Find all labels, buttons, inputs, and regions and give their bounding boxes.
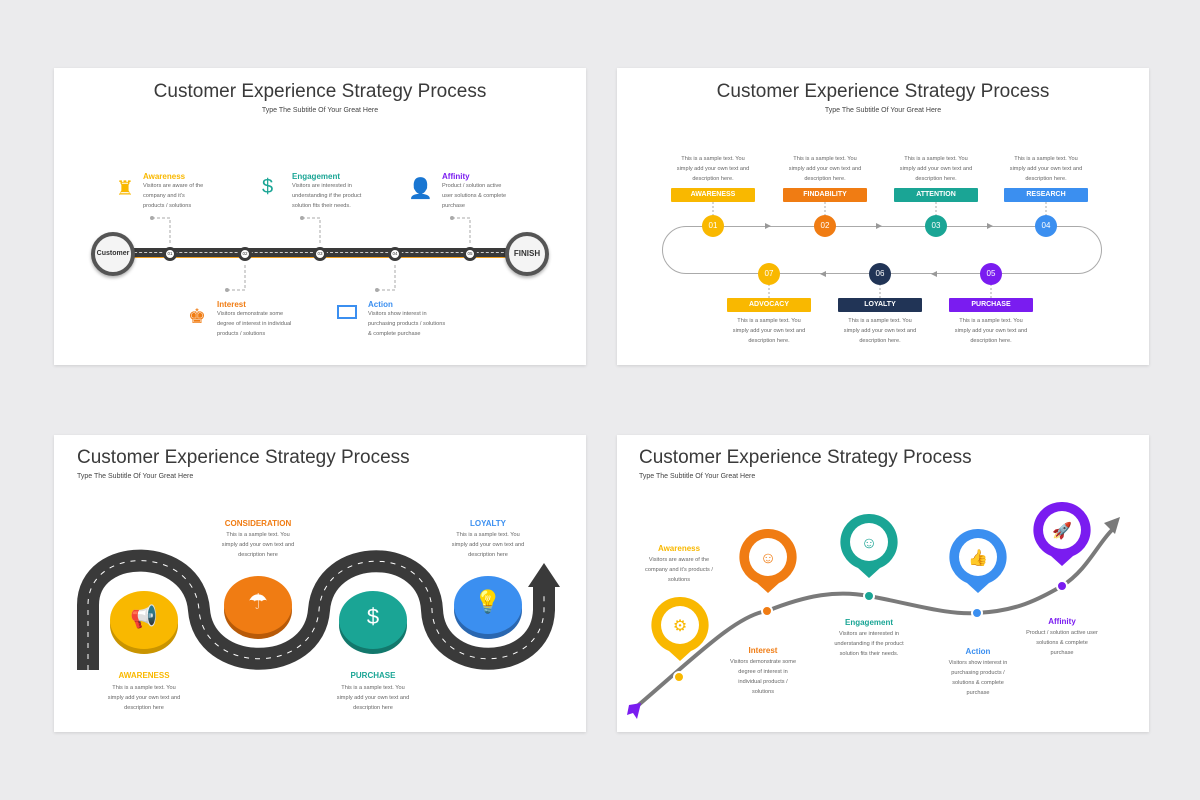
slide-title: Customer Experience Strategy Process [716, 81, 1050, 102]
node-01: 01 [163, 247, 177, 261]
curve-arrow-head [1104, 517, 1120, 534]
slide-1[interactable]: Customer Experience Strategy Process Typ… [54, 68, 586, 365]
step-text: Visitors show interest in purchasing pro… [368, 311, 446, 337]
head-idea-icon: ☺ [861, 535, 877, 552]
step-number: 01 [702, 215, 724, 237]
step-text: This is a sample text. You simply add yo… [1009, 156, 1083, 182]
lightbulb-dollar-icon: 💡 [454, 576, 522, 634]
node-05: 05 [463, 247, 477, 261]
step-text: Visitors are aware of the company and it… [143, 183, 204, 209]
step-text: This is a sample text. You simply add yo… [843, 318, 917, 344]
connector-lines [150, 216, 471, 292]
slide-3[interactable]: Customer Experience Strategy Process Typ… [54, 435, 586, 732]
megaphone-icon: 📢 [110, 591, 178, 649]
node-02: 02 [238, 247, 252, 261]
node-03: 03 [313, 247, 327, 261]
slide-2[interactable]: Customer Experience Strategy Process Typ… [617, 68, 1149, 365]
curve-point [761, 605, 773, 617]
umbrella-dollar-icon: ☂ [224, 576, 292, 634]
slide-title: Customer Experience Strategy Process [77, 447, 410, 468]
curve-point [1056, 580, 1068, 592]
step-number: 02 [814, 215, 836, 237]
map-pin: ☺ [739, 528, 797, 593]
step-text: Visitors demonstrate some degree of inte… [217, 311, 292, 337]
step-text: This is a sample text. You simply add yo… [221, 532, 295, 558]
step-text: This is a sample text. You simply add yo… [451, 532, 525, 558]
node-04: 04 [388, 247, 402, 261]
curve-point [863, 590, 875, 602]
step-label: Affinity [442, 172, 470, 181]
step-label: Engagement [844, 618, 894, 627]
step-label: ADVOCACY [727, 298, 811, 312]
road-arrow-head [528, 563, 560, 595]
step-text: This is a sample text. You simply add yo… [899, 156, 973, 182]
step-text: Product / solution active user solutions… [442, 183, 507, 209]
step-text: Visitors demonstrate some degree of inte… [729, 659, 797, 695]
slide-subtitle: Type The Subtitle Of Your Great Here [639, 473, 756, 480]
slide-4[interactable]: Customer Experience Strategy Process Typ… [617, 435, 1149, 732]
winding-road [77, 549, 560, 670]
slide-subtitle: Type The Subtitle Of Your Great Here [261, 107, 379, 114]
step-label: PURCHASE [949, 298, 1033, 312]
step-number: 05 [980, 263, 1002, 285]
step-label: ATTENTION [894, 188, 978, 202]
step-text: This is a sample text. You simply add yo… [788, 156, 862, 182]
slide-subtitle: Type The Subtitle Of Your Great Here [824, 107, 942, 114]
step-number: 03 [925, 215, 947, 237]
finish-end: FINISH [505, 232, 549, 276]
step-label: Awareness [657, 544, 701, 553]
step-label: RESEARCH [1004, 188, 1088, 202]
chess-king-icon: ♚ [188, 306, 206, 328]
step-text: Product / solution active user solutions… [1026, 630, 1098, 656]
step-number: 04 [1035, 215, 1057, 237]
step-text: This is a sample text. You simply add yo… [107, 685, 181, 711]
rocket-icon: 🚀 [1052, 521, 1072, 540]
slide-title: Customer Experience Strategy Process [153, 81, 487, 102]
step-label: FINDABILITY [783, 188, 867, 202]
step-label: LOYALTY [469, 519, 507, 528]
step-label: Affinity [1048, 617, 1076, 626]
slide-subtitle: Type The Subtitle Of Your Great Here [77, 473, 194, 480]
money-plant-icon: $ [262, 176, 274, 198]
step-label: AWARENESS [671, 188, 755, 202]
map-pin: ⚙ [651, 596, 709, 661]
step-text: This is a sample text. You simply add yo… [732, 318, 806, 344]
step-label: Engagement [292, 172, 341, 181]
curve-point [971, 607, 983, 619]
curve-arrow-tail [627, 703, 641, 719]
step-label: Interest [217, 300, 246, 309]
customer-start: Customer [91, 232, 135, 276]
step-label: Interest [748, 646, 778, 655]
step-label: Awareness [143, 172, 186, 181]
map-pin: 🚀 [1033, 501, 1091, 566]
curve-point [673, 671, 685, 683]
step-number: 07 [758, 263, 780, 285]
step-number: 06 [869, 263, 891, 285]
stamp-icon: ♜ [116, 178, 134, 200]
step-text: Visitors are interested in understanding… [834, 631, 904, 657]
step-label: AWARENESS [118, 671, 170, 680]
map-pin: 👍 [949, 528, 1007, 593]
step-text: Visitors show interest in purchasing pro… [948, 660, 1008, 696]
step-label: LOYALTY [838, 298, 922, 312]
slide-title: Customer Experience Strategy Process [639, 447, 972, 468]
brain-gears-icon: ⚙ [673, 618, 687, 635]
head-brain-icon: ☺ [760, 550, 776, 567]
step-label: PURCHASE [350, 671, 396, 680]
presenter-icon [337, 305, 357, 319]
step-text: This is a sample text. You simply add yo… [336, 685, 410, 711]
thumbs-up-board-icon: 👍 [968, 548, 988, 567]
dollar-chart-icon: $ [339, 591, 407, 649]
step-text: Visitors are aware of the company and it… [645, 557, 713, 583]
user-icon: 👤 [408, 178, 433, 200]
map-pin: ☺ [840, 513, 898, 578]
direction-arrows [712, 202, 1047, 298]
step-text: Visitors are interested in understanding… [292, 183, 362, 209]
step-label: Action [965, 647, 991, 656]
step-text: This is a sample text. You simply add yo… [676, 156, 750, 182]
step-text: This is a sample text. You simply add yo… [954, 318, 1028, 344]
step-label: Action [368, 300, 393, 309]
step-label: CONSIDERATION [224, 519, 292, 528]
